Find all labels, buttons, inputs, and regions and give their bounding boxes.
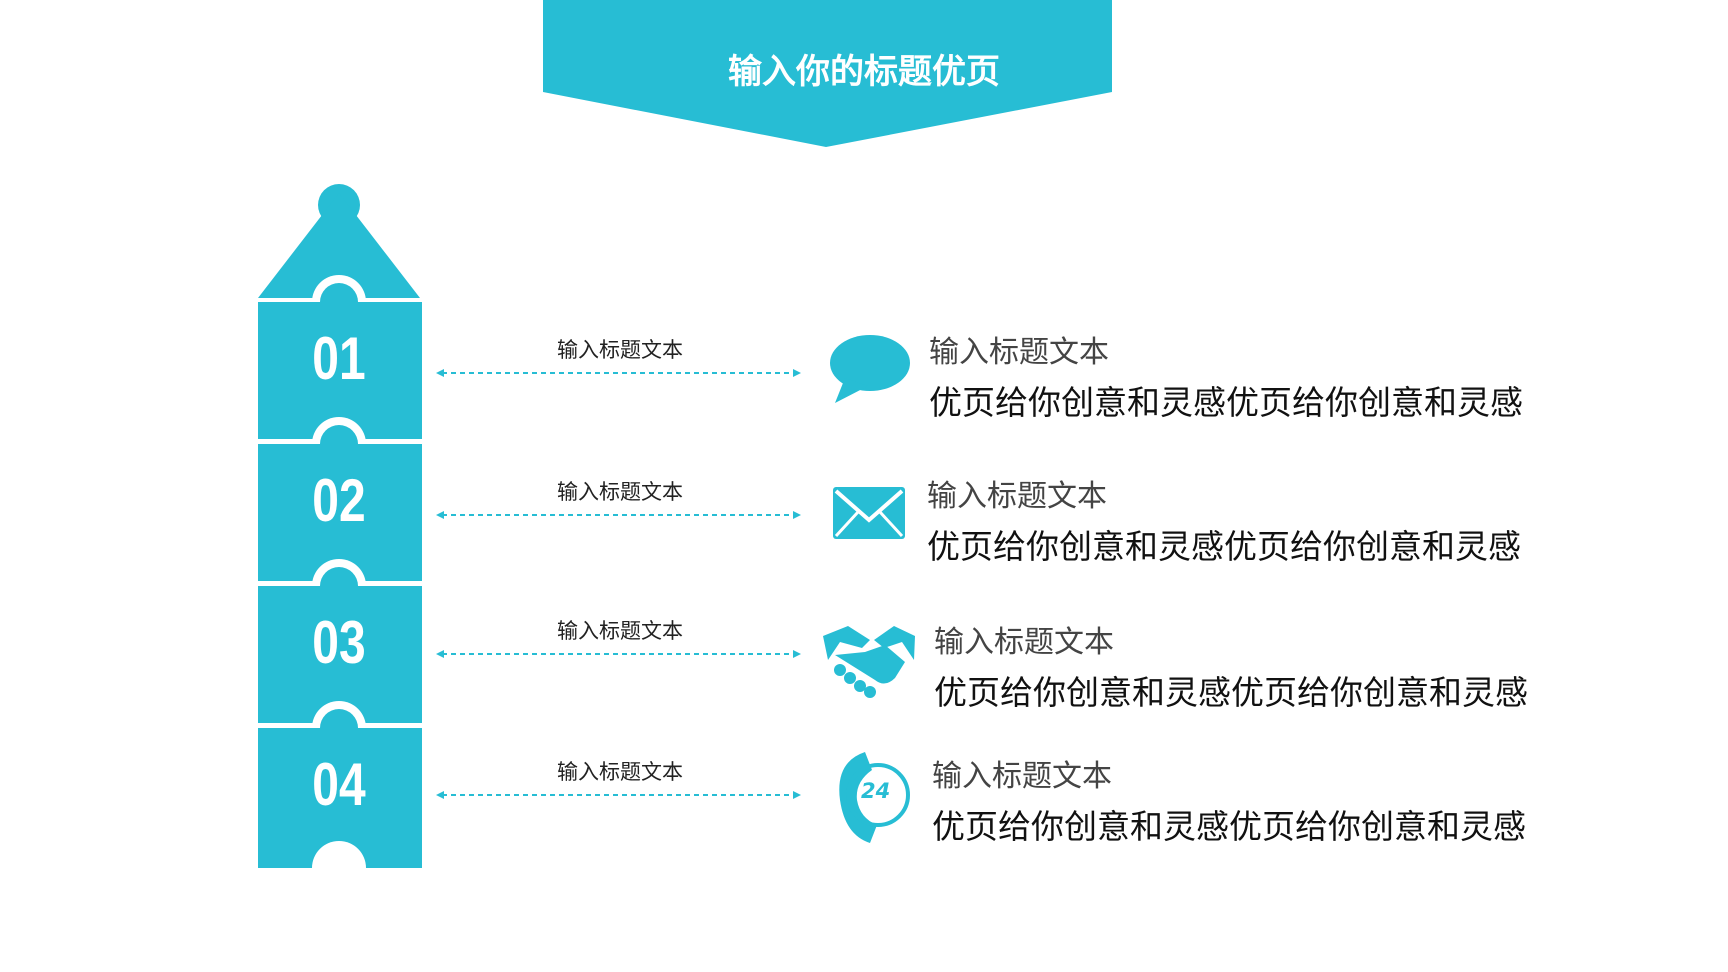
connectors [442,372,795,796]
connector-label-02: 输入标题文本 [557,480,683,504]
step-number-02: 02 [312,467,366,534]
step-number-03: 03 [312,609,366,676]
item-title-01: 输入标题文本 [929,335,1109,370]
step-tower [258,184,422,868]
item-description-03: 优页给你创意和灵感优页给你创意和灵感 [934,673,1528,712]
phone-24-icon [839,752,910,843]
connector-label-03: 输入标题文本 [557,619,683,643]
tower-tabs [320,283,358,728]
item-description-01: 优页给你创意和灵感优页给你创意和灵感 [929,383,1523,422]
item-title-04: 输入标题文本 [932,759,1112,794]
connector-label-04: 输入标题文本 [557,760,683,784]
item-description-04: 优页给你创意和灵感优页给你创意和灵感 [932,807,1526,846]
item-title-03: 输入标题文本 [934,625,1114,660]
item-title-02: 输入标题文本 [927,479,1107,514]
connector-label-01: 输入标题文本 [557,338,683,362]
envelope-icon [833,487,905,539]
handshake-icon [823,626,915,698]
phone-24-label: 24 [861,779,891,803]
step-number-04: 04 [312,751,366,818]
connector-arrows [436,369,801,799]
item-description-02: 优页给你创意和灵感优页给你创意和灵感 [927,527,1521,566]
page-title: 输入你的标题优页 [728,52,1000,92]
step-number-01: 01 [312,325,366,392]
header-banner [543,0,1112,147]
chat-bubble-icon [830,335,910,403]
